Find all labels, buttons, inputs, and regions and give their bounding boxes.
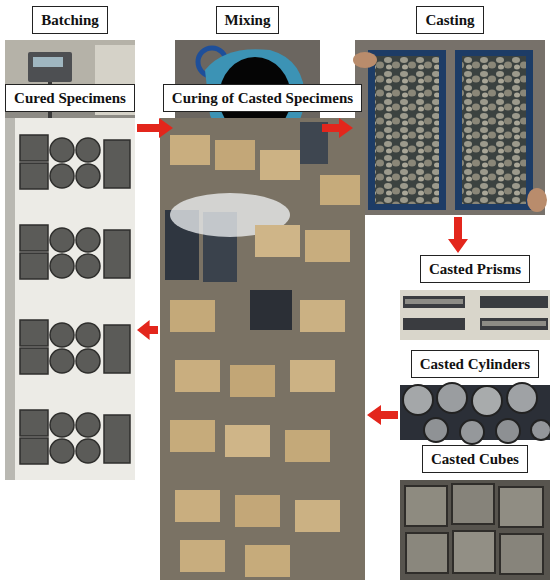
flow-arrow xyxy=(367,405,398,425)
flow-arrow xyxy=(137,320,158,340)
cubes-photo xyxy=(400,480,550,580)
flow-arrow xyxy=(137,118,173,138)
step-label: Curing of Casted Specimens xyxy=(163,84,362,112)
process-step: Casted Cylinders xyxy=(400,350,550,440)
step-label: Casting xyxy=(416,6,483,34)
flow-arrow xyxy=(448,217,468,253)
casting-photo xyxy=(353,40,547,215)
curing-photo xyxy=(160,118,365,580)
prisms-photo xyxy=(400,290,550,340)
step-label: Casted Prisms xyxy=(420,255,530,283)
process-step: Casting xyxy=(355,40,545,215)
flow-arrow xyxy=(322,118,353,138)
cured-photo xyxy=(5,118,135,480)
step-label: Casted Cubes xyxy=(422,445,528,473)
process-step: Cured Specimens xyxy=(5,118,135,480)
process-step: Batching xyxy=(5,40,135,215)
step-label: Cured Specimens xyxy=(5,84,135,112)
step-label: Mixing xyxy=(216,6,280,34)
step-label: Batching xyxy=(32,6,108,34)
process-step: Curing of Casted Specimens xyxy=(160,118,365,580)
process-step: Mixing xyxy=(175,40,320,215)
process-step: Casted Cubes xyxy=(400,445,550,580)
process-step: Casted Prisms xyxy=(400,255,550,340)
step-label: Casted Cylinders xyxy=(411,350,539,378)
cylinders-photo xyxy=(400,383,550,444)
